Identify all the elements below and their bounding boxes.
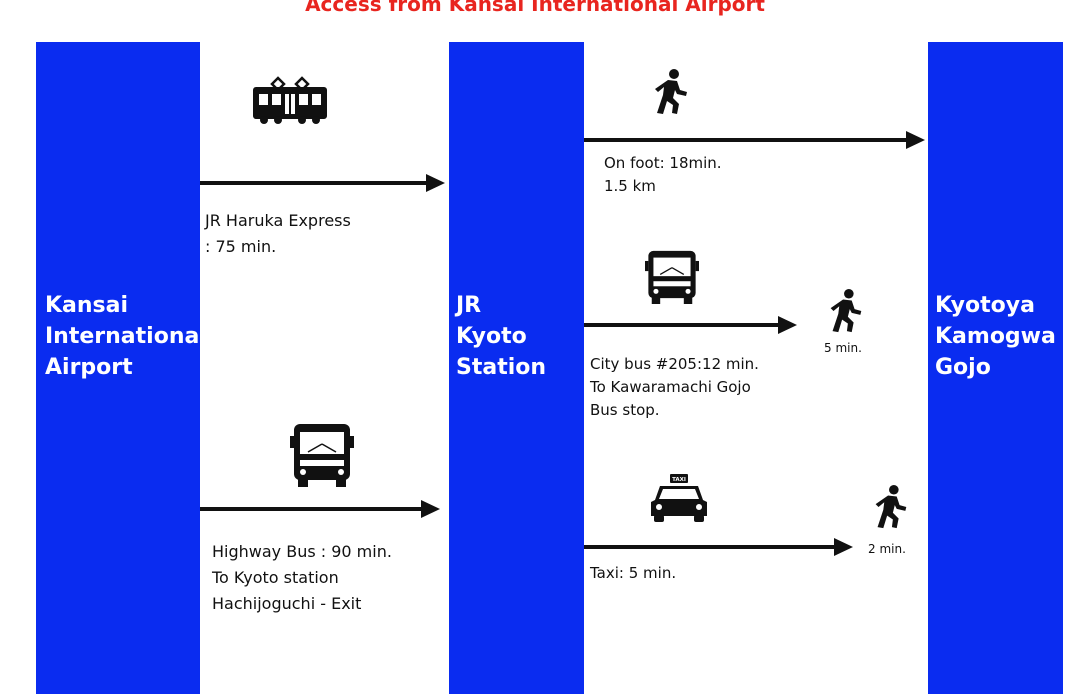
route-label-line: 1.5 km bbox=[604, 177, 656, 195]
route-label-line: On foot: 18min. bbox=[604, 154, 722, 172]
column-label-line: Kamogwa bbox=[935, 324, 1056, 349]
arrowhead-taxi bbox=[834, 538, 853, 556]
walk-time-city-bus: 5 min. bbox=[824, 341, 862, 355]
train-icon bbox=[253, 76, 327, 124]
column-kyotoya-kamogwa-gojo: Kyotoya Kamogwa Gojo bbox=[928, 42, 1063, 694]
column-label-line: International bbox=[45, 324, 207, 349]
walker-icon bbox=[875, 484, 907, 529]
column-label-line: Station bbox=[456, 355, 547, 380]
column-label-kyoto: JR Kyoto Station bbox=[456, 290, 546, 383]
route-label-city-bus: City bus #205:12 min. To Kawaramachi Goj… bbox=[590, 353, 759, 422]
column-label-line: Gojo bbox=[935, 355, 991, 380]
route-label-haruka: JR Haruka Express : 75 min. bbox=[205, 208, 351, 260]
route-label-line: Hachijoguchi - Exit bbox=[212, 594, 362, 613]
route-label-line: : 75 min. bbox=[205, 237, 277, 256]
arrowhead-haruka bbox=[426, 174, 445, 192]
column-label-hotel: Kyotoya Kamogwa Gojo bbox=[935, 290, 1056, 383]
taxi-icon: TAXI bbox=[651, 474, 707, 522]
arrowhead-city-bus bbox=[778, 316, 797, 334]
route-label-highway-bus: Highway Bus : 90 min. To Kyoto station H… bbox=[212, 539, 392, 617]
column-label-line: Airport bbox=[45, 355, 133, 380]
route-label-line: Highway Bus : 90 min. bbox=[212, 542, 392, 561]
route-label-on-foot: On foot: 18min. 1.5 km bbox=[604, 152, 722, 198]
route-label-line: To Kyoto station bbox=[212, 568, 339, 587]
bus-icon bbox=[290, 424, 354, 487]
arrowhead-highway-bus bbox=[421, 500, 440, 518]
route-label-line: Taxi: 5 min. bbox=[590, 564, 677, 582]
route-label-taxi: Taxi: 5 min. bbox=[590, 562, 676, 585]
walker-icon bbox=[655, 69, 687, 114]
walker-icon bbox=[830, 288, 862, 333]
column-label-line: Kyotoya bbox=[935, 293, 1035, 318]
route-label-line: To Kawaramachi Gojo bbox=[590, 378, 751, 396]
column-jr-kyoto-station: JR Kyoto Station bbox=[449, 42, 584, 694]
column-label-line: JR bbox=[456, 293, 482, 318]
arrowhead-on-foot bbox=[906, 131, 925, 149]
route-label-line: City bus #205:12 min. bbox=[590, 355, 759, 373]
column-label-line: Kansai bbox=[45, 293, 129, 318]
diagram-title: Access from Kansai International Airport bbox=[305, 0, 765, 16]
bus-icon bbox=[645, 250, 699, 304]
route-label-line: JR Haruka Express bbox=[205, 211, 351, 230]
walk-time-taxi: 2 min. bbox=[868, 542, 906, 556]
column-label-line: Kyoto bbox=[456, 324, 527, 349]
column-kansai-airport: Kansai International Airport bbox=[36, 42, 207, 694]
route-label-line: Bus stop. bbox=[590, 401, 660, 419]
column-label-kansai: Kansai International Airport bbox=[45, 290, 207, 383]
taxi-sign-text: TAXI bbox=[672, 477, 686, 483]
